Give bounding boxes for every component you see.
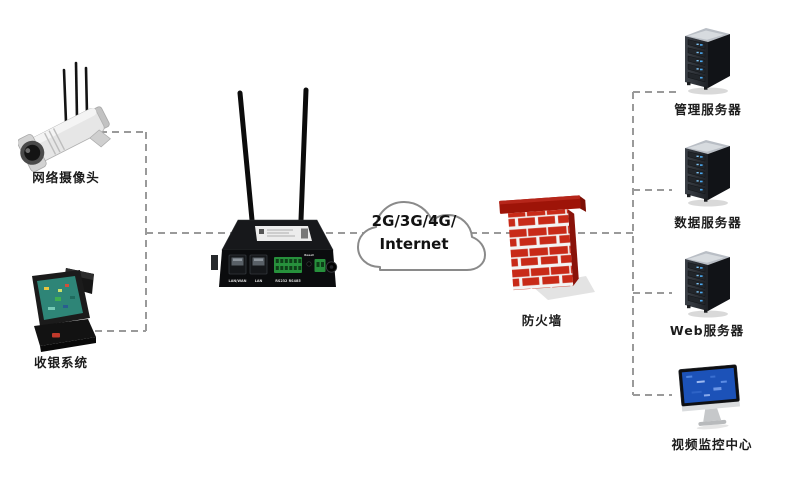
router-top-label [255,226,312,241]
port2-label: LAN [255,279,263,283]
router-antennas [237,87,309,223]
internet-cloud-icon [357,201,486,271]
data-server-icon [680,136,736,208]
port1-label: LAN/WAN [229,279,247,283]
firewall-shadow [532,276,595,300]
firewall-icon [499,195,595,300]
web-server-icon [680,247,736,319]
video-center-label: 视频监控中心 [671,437,753,452]
monitor-screen [681,367,737,404]
pos-logo [52,333,60,338]
management-server-icon [680,24,736,96]
management-server-label: 管理服务器 [674,102,742,117]
router-serial-block: RS232 RS485 [274,257,302,283]
cloud-internet-text: Internet [379,235,449,253]
serial-label: RS232 RS485 [275,279,301,283]
reset-label: Reset [304,253,314,257]
camera-antennas [62,61,89,124]
cloud-network-text: 2G/3G/4G/ [371,212,457,230]
video-monitor-icon [678,364,741,430]
router-icon: LAN/WAN LAN RS232 RS485 Reset [211,87,338,287]
router-reset: Reset [304,253,314,267]
pos-system-icon [32,268,96,352]
firewall-wall [507,209,574,291]
camera-label: 网络摄像头 [32,170,100,185]
firewall-label: 防火墙 [521,313,563,328]
router-ethernet-ports: LAN/WAN LAN [229,254,268,283]
web-server-label: Web服务器 [669,323,745,338]
pos-label: 收银系统 [33,355,89,370]
ip-camera-icon [18,61,111,172]
router-power [314,259,338,273]
data-server-label: 数据服务器 [674,215,742,230]
